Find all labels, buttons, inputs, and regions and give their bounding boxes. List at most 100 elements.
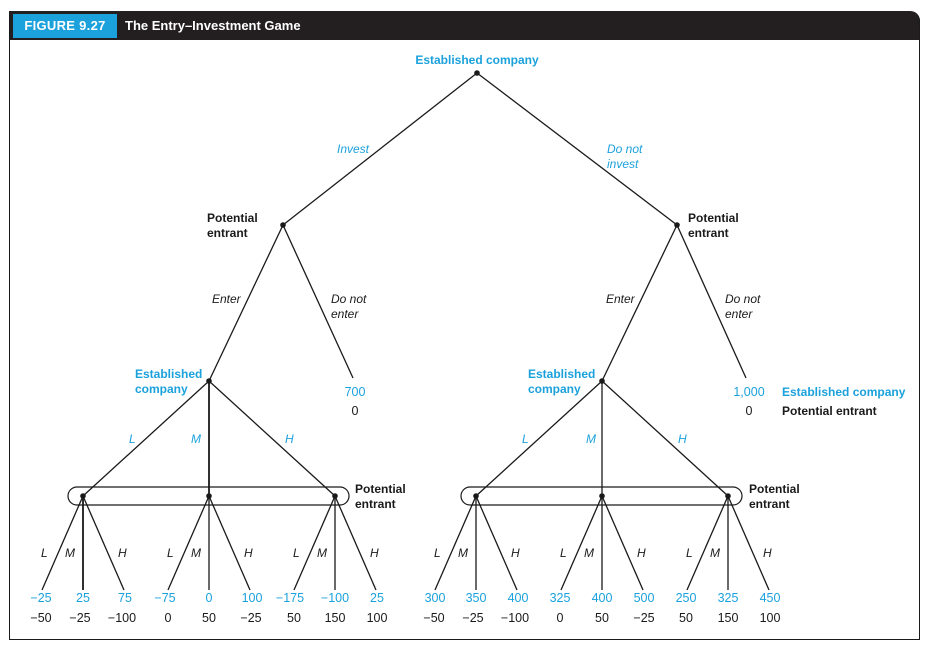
payoff-exit-left-entrant: 0 [352,404,359,418]
leaf-action-L: L [167,546,174,560]
figure-frame [9,11,920,640]
infoset-right-label-1: Potential [749,482,800,496]
action-M-left: M [191,432,201,446]
payoff-established: −175 [276,591,304,605]
payoff-established: 75 [118,591,132,605]
payoff-established: 325 [550,591,571,605]
legend-established: Established company [782,385,906,399]
node-leaf-parent [725,493,731,499]
leaf-action-L: L [293,546,300,560]
payoff-entrant: 100 [367,611,388,625]
payoff-entrant: −25 [69,611,90,625]
payoff-established: 400 [592,591,613,605]
leaf-action-L: L [686,546,693,560]
leaf-action-labels: L M H L M H L M H L M H L M H L M H [41,546,772,560]
established-left-label-1: Established [135,367,202,381]
action-L-right: L [522,432,529,446]
payoff-entrant: 50 [287,611,301,625]
leaf-action-M: M [710,546,720,560]
edge-leaf [686,495,729,591]
payoff-entrant: −25 [633,611,654,625]
edge-do-not-invest [476,72,678,226]
payoff-established: 450 [760,591,781,605]
payoff-entrant: −25 [240,611,261,625]
infoset-left-label-1: Potential [355,482,406,496]
edge-leaf [560,495,603,591]
payoff-established: 250 [676,591,697,605]
figure-number: FIGURE 9.27 [13,14,117,38]
edge-leaf [334,495,377,591]
entrant-right-label-2: entrant [688,226,729,240]
leaf-action-M: M [65,546,75,560]
edge-left-L [82,380,210,497]
payoff-established: 400 [508,591,529,605]
leaf-action-L: L [560,546,567,560]
action-do-not-invest-line2: invest [607,157,639,171]
terminal-payoffs-do-not-invest: 300 350 400 325 400 500 250 325 450 −50 … [423,591,780,625]
node-leaf-parent [473,493,479,499]
action-H-left: H [285,432,294,446]
payoff-established: 100 [242,591,263,605]
payoff-established: 350 [466,591,487,605]
edge-right-H [601,380,729,497]
edge-leaf [601,495,644,591]
edge-left-do-not-enter [282,224,354,379]
root-player-label: Established company [415,53,539,67]
edge-leaf [82,495,125,591]
payoff-entrant: 50 [202,611,216,625]
edge-left-H [208,380,336,497]
payoff-established: 325 [718,591,739,605]
node-established-right [599,378,605,384]
leaf-action-H: H [370,546,379,560]
payoff-entrant: −100 [108,611,136,625]
entrant-left-label-1: Potential [207,211,258,225]
payoff-entrant: 50 [595,611,609,625]
edge-leaf [475,495,518,591]
leaf-action-L: L [41,546,48,560]
leaf-action-H: H [244,546,253,560]
node-leaf-parent [599,493,605,499]
leaf-action-H: H [118,546,127,560]
infoset-left-label-2: entrant [355,497,396,511]
payoff-established: −100 [321,591,349,605]
established-right-label-1: Established [528,367,595,381]
leaf-action-M: M [191,546,201,560]
action-do-not-enter-right-1: Do not [725,292,761,306]
action-do-not-enter-left-2: enter [331,307,359,321]
edge-right-do-not-enter [676,224,747,379]
edge-leaf [208,495,251,591]
node-leaf-parent [80,493,86,499]
legend-entrant: Potential entrant [782,404,877,418]
action-enter-left: Enter [212,292,242,306]
edge-right-L [475,380,603,497]
leaf-action-L: L [434,546,441,560]
payoff-established: 300 [425,591,446,605]
edge-leaf [167,495,210,591]
terminal-payoffs-invest: −25 25 75 −75 0 100 −175 −100 25 −50 −25… [30,591,387,625]
payoff-established: 500 [634,591,655,605]
node-entrant-right [674,222,680,228]
action-do-not-enter-right-2: enter [725,307,753,321]
established-right-label-2: company [528,382,581,396]
payoff-exit-left-established: 700 [345,385,366,399]
action-do-not-enter-left-1: Do not [331,292,367,306]
entrant-left-label-2: entrant [207,226,248,240]
edge-right-enter [601,224,678,382]
edge-leaf [293,495,336,591]
action-enter-right: Enter [606,292,636,306]
leaf-action-H: H [637,546,646,560]
node-established-left [206,378,212,384]
action-do-not-invest-line1: Do not [607,142,643,156]
figure-header-bar [9,11,920,40]
edge-left-enter [208,224,284,382]
payoff-entrant: 50 [679,611,693,625]
payoff-exit-right-entrant: 0 [746,404,753,418]
leaf-action-H: H [511,546,520,560]
entrant-right-label-1: Potential [688,211,739,225]
infoset-right-label-2: entrant [749,497,790,511]
payoff-established: 25 [370,591,384,605]
payoff-entrant: −50 [423,611,444,625]
leaf-action-M: M [458,546,468,560]
action-H-right: H [678,432,687,446]
